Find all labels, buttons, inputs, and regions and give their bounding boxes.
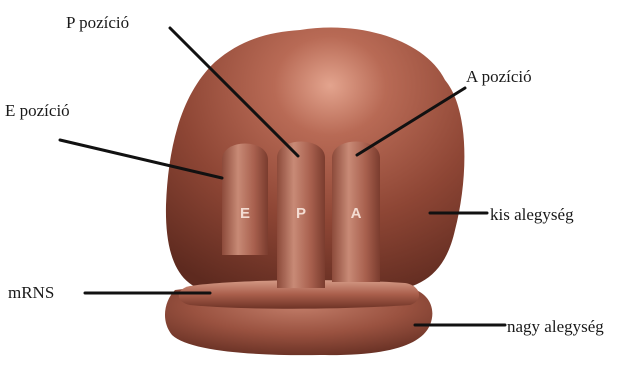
slot-a-letter: A xyxy=(351,205,362,222)
slot-p: P xyxy=(277,142,325,289)
slot-p-letter: P xyxy=(296,205,306,222)
slot-e: E xyxy=(222,144,268,256)
p-site-label: P pozíció xyxy=(66,14,129,31)
slot-e-letter: E xyxy=(240,205,250,222)
large-subunit-label: nagy alegység xyxy=(507,318,604,335)
a-site-label: A pozíció xyxy=(466,68,532,85)
slot-a: A xyxy=(332,142,380,283)
small-subunit-label: kis alegység xyxy=(490,206,574,223)
e-site-label: E pozíció xyxy=(5,102,70,119)
mrna-label: mRNS xyxy=(8,284,54,301)
